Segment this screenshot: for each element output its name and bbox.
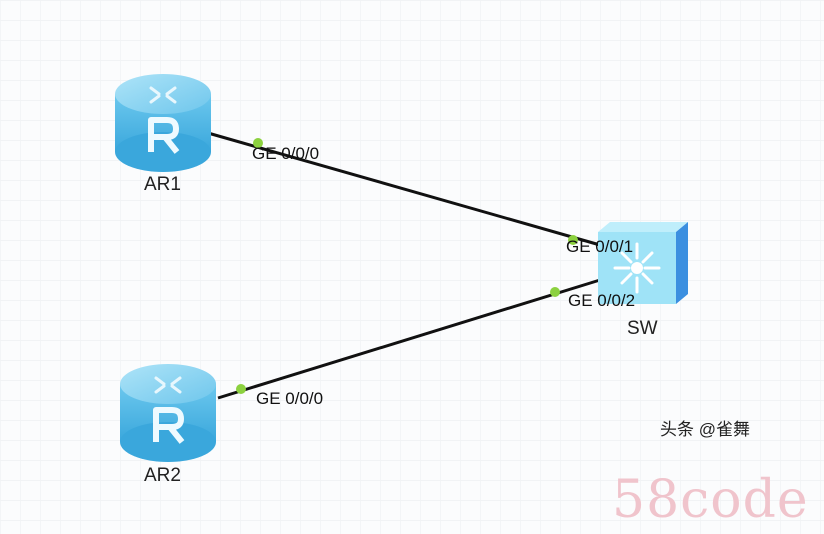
port-dot[interactable] bbox=[253, 138, 263, 148]
device-label-sw: SW bbox=[627, 318, 658, 339]
port-label: GE 0/0/1 bbox=[566, 237, 634, 256]
device-label-ar1: AR1 bbox=[144, 174, 181, 195]
link-ar1-sw[interactable] bbox=[207, 131, 601, 247]
watermark: 58code bbox=[612, 470, 809, 530]
device-label-ar2: AR2 bbox=[144, 465, 181, 486]
port-dot[interactable] bbox=[236, 384, 246, 394]
credit-text: 头条 @雀舞 bbox=[660, 420, 750, 439]
port-label: GE 0/0/2 bbox=[568, 291, 636, 310]
port-dot[interactable] bbox=[550, 287, 560, 297]
router-icon[interactable] bbox=[120, 364, 216, 462]
port-dot[interactable] bbox=[568, 235, 578, 245]
port-label: GE 0/0/0 bbox=[252, 144, 320, 163]
link-ar2-sw[interactable] bbox=[217, 278, 601, 400]
switch-icon[interactable] bbox=[598, 222, 688, 304]
port-label: GE 0/0/0 bbox=[256, 389, 324, 408]
router-icon[interactable] bbox=[115, 74, 211, 172]
